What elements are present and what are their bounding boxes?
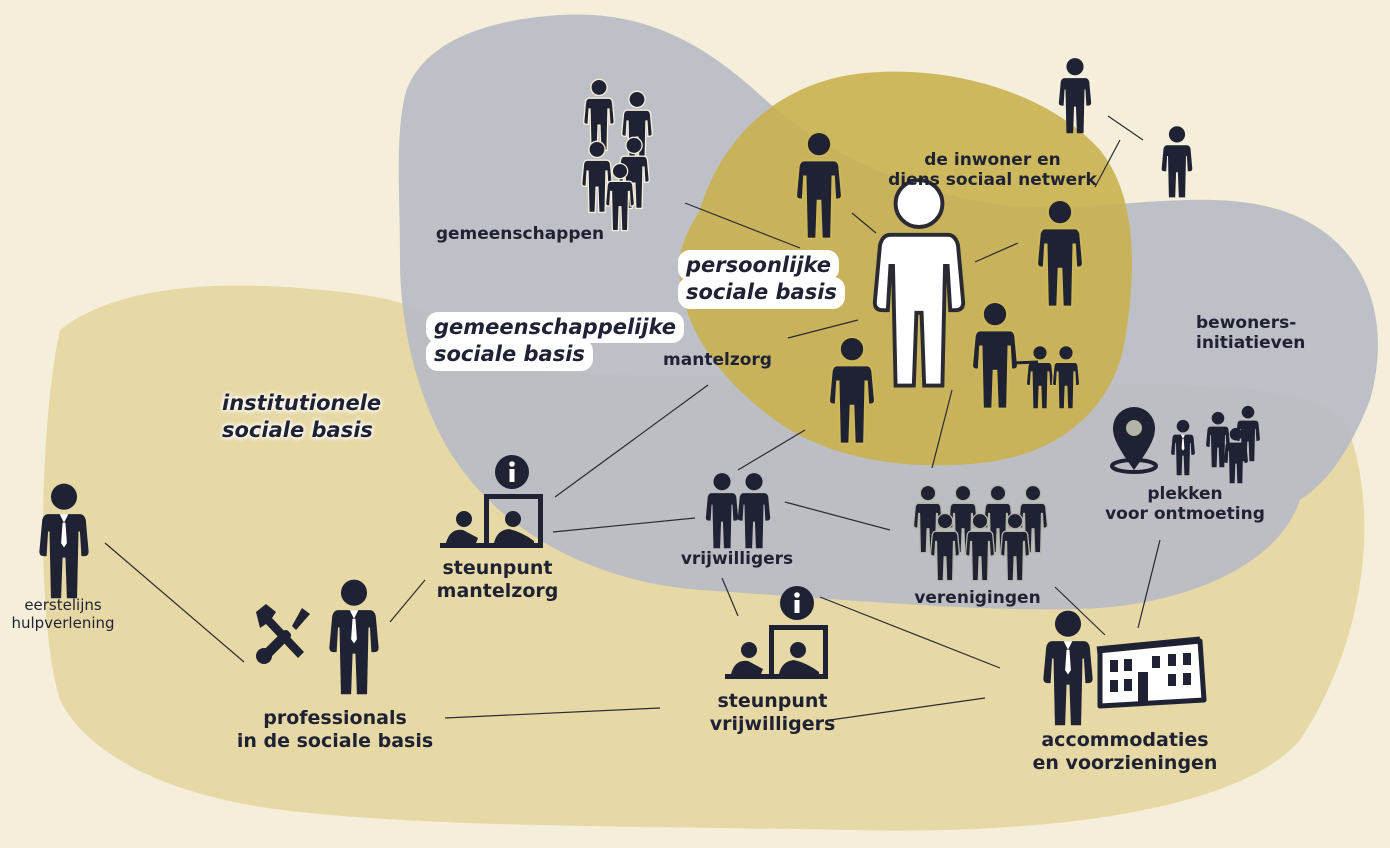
communities-line-1: gemeenschappen xyxy=(435,224,605,244)
meeting-places-label: plekken voor ontmoeting xyxy=(1095,484,1275,525)
resident-network-label: de inwoner en diens sociaal netwerk xyxy=(870,150,1115,191)
resident-initiatives-line-2: initiatieven xyxy=(1196,333,1306,354)
professionals-line-1: professionals xyxy=(263,707,407,729)
institutional-zone-label: institutionele sociale basis xyxy=(222,390,381,445)
first-line-care-line-2: hulpverlening xyxy=(11,614,115,632)
holding-hands-line xyxy=(1012,360,1039,365)
connector-lines xyxy=(104,115,1161,721)
community-zone-label: gemeenschappelijke sociale basis xyxy=(428,314,683,369)
resident-initiatives-label: bewoners- initiatieven xyxy=(1196,313,1331,354)
communities-label: gemeenschappen xyxy=(425,224,615,244)
tools-icon xyxy=(256,604,310,664)
volunteers-label: vrijwilligers xyxy=(672,549,802,569)
professionals-line-2: in de sociale basis xyxy=(236,729,434,752)
institutional-zone-line-1: institutionele xyxy=(222,391,382,415)
volunteers-line-1: vrijwilligers xyxy=(680,549,794,569)
personal-zone-line-1: persoonlijke xyxy=(680,252,837,280)
volunteer-support-label: steunpunt vrijwilligers xyxy=(700,690,845,736)
informal-care-label: mantelzorg xyxy=(655,350,780,370)
meeting-places-line-2: voor ontmoeting xyxy=(1105,504,1265,525)
personal-zone-label: persoonlijke sociale basis xyxy=(680,252,843,307)
info-icon xyxy=(780,586,814,620)
informal-care-line-1: mantelzorg xyxy=(663,350,772,370)
community-zone-line-1: gemeenschappelijke xyxy=(428,314,683,342)
desk-meeting-icon xyxy=(725,625,828,679)
professionals-label: professionals in de sociale basis xyxy=(225,707,445,753)
informal-care-support-line-1: steunpunt xyxy=(442,557,553,579)
associations-label: verenigingen xyxy=(900,588,1055,608)
first-line-care-line-1: eerstelijns xyxy=(24,596,102,614)
resident-initiatives-line-1: bewoners- xyxy=(1196,313,1297,333)
community-zone-line-2: sociale basis xyxy=(428,341,591,369)
accommodations-line-2: en voorzieningen xyxy=(1032,751,1218,774)
personal-zone-line-2: sociale basis xyxy=(680,279,843,307)
resident-network-line-1: de inwoner en xyxy=(924,150,1061,170)
resident-network-line-2: diens sociaal netwerk xyxy=(888,170,1097,191)
meeting-places-line-1: plekken xyxy=(1147,484,1223,504)
accommodations-label: accommodaties en voorzieningen xyxy=(1030,729,1220,775)
volunteer-support-line-2: vrijwilligers xyxy=(709,712,836,735)
associations-line-1: verenigingen xyxy=(914,588,1041,608)
location-pin-icon xyxy=(1110,407,1158,474)
institutional-zone-line-2: sociale basis xyxy=(222,418,373,443)
accommodations-line-1: accommodaties xyxy=(1041,729,1209,751)
desk-meeting-icon xyxy=(440,494,543,548)
informal-care-support-line-2: mantelzorg xyxy=(436,579,559,602)
informal-care-support-label: steunpunt mantelzorg xyxy=(425,557,570,603)
building-icon xyxy=(1096,636,1207,709)
volunteer-support-line-1: steunpunt xyxy=(717,690,828,712)
info-icon xyxy=(495,455,529,489)
first-line-care-label: eerstelijns hulpverlening xyxy=(2,596,124,632)
